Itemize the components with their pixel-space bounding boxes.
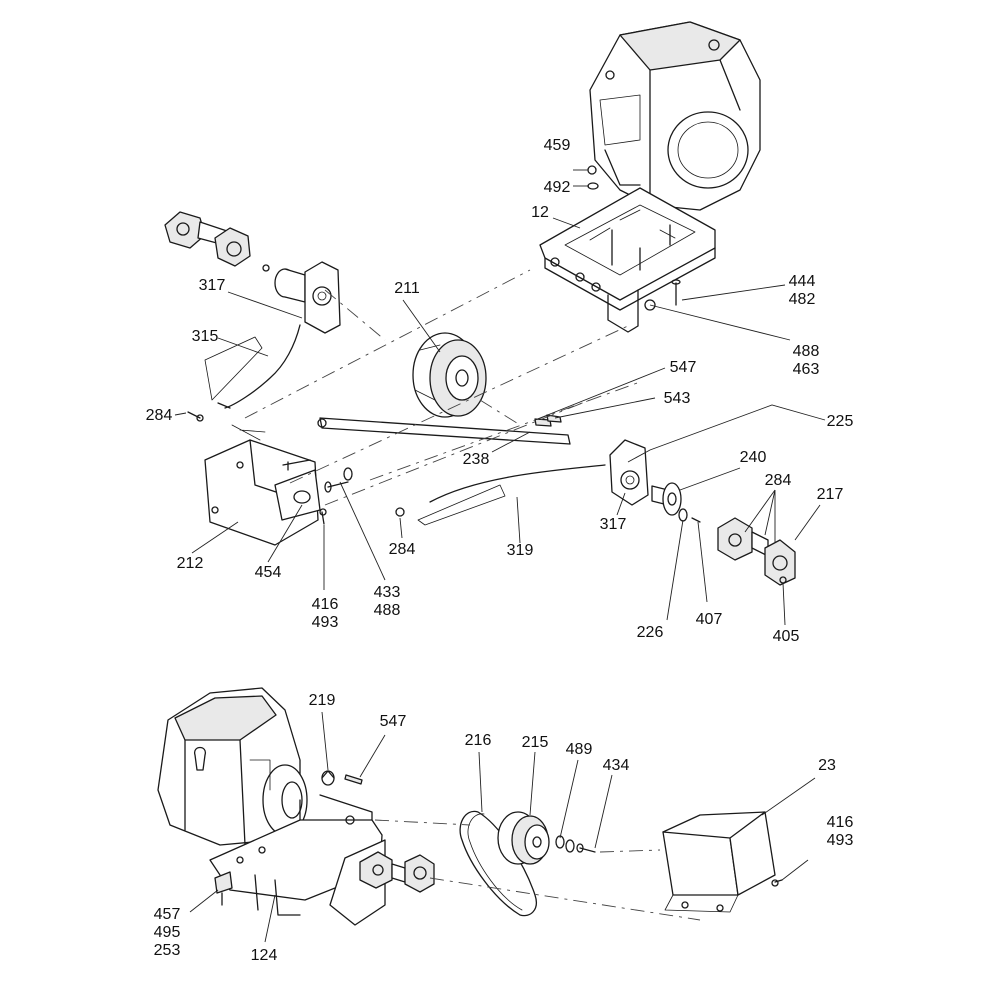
- callout-317-lower: 317: [599, 516, 627, 533]
- screw-407: [691, 517, 701, 523]
- washer-489: [555, 835, 575, 853]
- callout-317-upper: 317: [198, 277, 226, 294]
- engine-frame: [539, 187, 716, 333]
- screw-284-mid: [395, 507, 405, 517]
- guard-212: [204, 424, 319, 546]
- callout-405: 405: [772, 628, 800, 645]
- callout-217: 217: [816, 486, 844, 503]
- bearing-housing-317-lower: [609, 439, 649, 506]
- callout-315: 315: [191, 328, 219, 345]
- callout-211: 211: [394, 280, 420, 297]
- callout-492: 492: [543, 179, 571, 196]
- guard-23: [662, 811, 776, 913]
- leader-lines-top: [174, 169, 826, 626]
- callout-547-bottom: 547: [379, 713, 407, 730]
- callout-547-top: 547: [669, 359, 697, 376]
- mount-457: [214, 871, 233, 906]
- callout-284-upper: 284: [145, 407, 173, 424]
- alignment-lines-bottom: [374, 819, 701, 921]
- bushing-219: [321, 770, 335, 786]
- screw-284-upper: [187, 411, 204, 422]
- screw-416-bottom: [771, 879, 783, 887]
- lower-driveshaft: [717, 517, 796, 586]
- callout-226: 226: [636, 624, 664, 641]
- callout-284-right: 284: [764, 472, 792, 489]
- leader-lines-bottom: [189, 711, 816, 943]
- bolt-434: [576, 843, 596, 853]
- callout-489: 489: [565, 741, 593, 758]
- bearing-housing-317-upper: [274, 261, 341, 334]
- callout-238: 238: [462, 451, 490, 468]
- washer-488: [343, 467, 353, 481]
- engine-bottom: [157, 687, 308, 846]
- cable-319: [417, 464, 606, 526]
- callout-124: 124: [250, 947, 278, 964]
- bottom-driveshaft: [359, 851, 435, 893]
- callout-12: 12: [531, 204, 549, 221]
- upper-driveshaft: [164, 211, 270, 272]
- screw-416-upper: [319, 508, 327, 525]
- key-547-bottom: [344, 774, 363, 785]
- engine-top: [589, 21, 761, 211]
- callout-434: 434: [602, 757, 630, 774]
- bolt-444: [671, 279, 681, 306]
- callout-543: 543: [663, 390, 691, 407]
- callout-407: 407: [695, 611, 723, 628]
- alignment-lines-top: [244, 269, 641, 506]
- pulley-211: [412, 332, 487, 418]
- callout-225: 225: [826, 413, 854, 430]
- pulley-215: [497, 811, 550, 865]
- callout-319: 319: [506, 542, 534, 559]
- callout-240: 240: [739, 449, 767, 466]
- callout-216: 216: [464, 732, 492, 749]
- cable-315: [204, 324, 301, 409]
- shaft-238: [317, 414, 571, 445]
- washer-492: [587, 182, 599, 190]
- callout-23: 23: [818, 757, 836, 774]
- bolt-433: [324, 481, 349, 493]
- nut-459: [587, 165, 597, 175]
- callout-284-mid: 284: [388, 541, 416, 558]
- callout-219: 219: [308, 692, 336, 709]
- flange-240: [651, 482, 682, 516]
- callout-454: 454: [254, 564, 282, 581]
- callout-212: 212: [176, 555, 204, 572]
- washer-226: [678, 508, 688, 522]
- callout-215: 215: [521, 734, 549, 751]
- callout-459: 459: [543, 137, 571, 154]
